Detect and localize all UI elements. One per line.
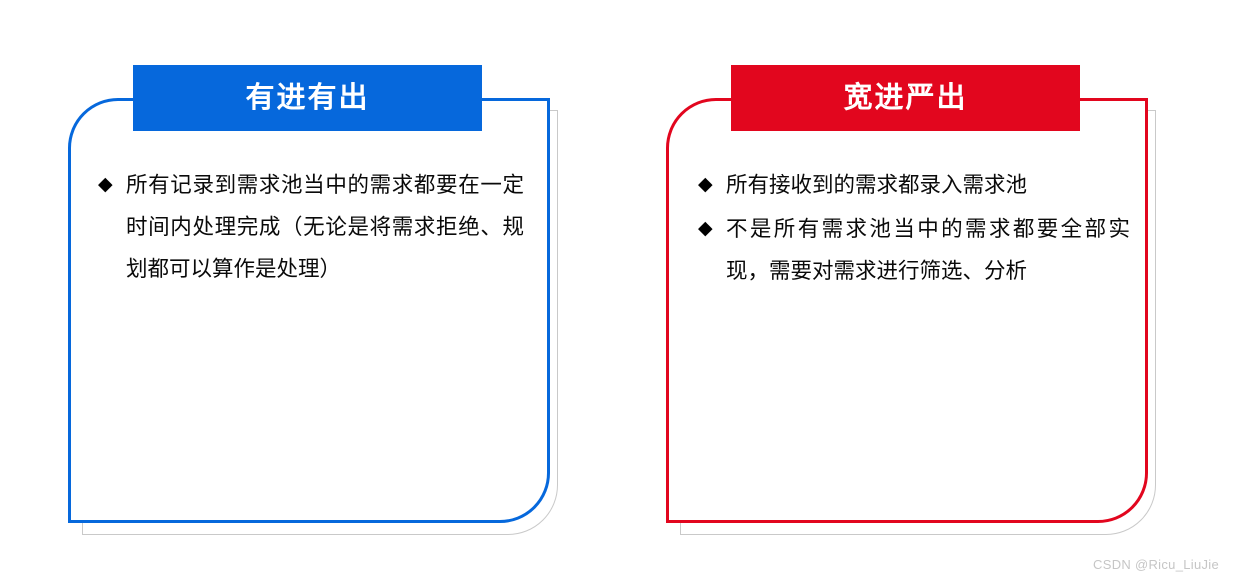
- card-header-ribbon: 有进有出: [133, 65, 482, 131]
- card-title: 宽进严出: [843, 81, 968, 114]
- card-header-ribbon: 宽进严出: [731, 65, 1080, 131]
- csdn-watermark: CSDN @Ricu_LiuJie: [1093, 557, 1219, 572]
- diamond-bullet-icon: ◆: [698, 218, 713, 239]
- diamond-bullet-icon: ◆: [698, 174, 713, 195]
- list-item-text: 不是所有需求池当中的需求都要全部实现，需要对需求进行筛选、分析: [726, 217, 1130, 283]
- list-item-text: 所有接收到的需求都录入需求池: [726, 173, 1028, 197]
- card-outline-border: [68, 98, 550, 523]
- card-kuan-jin-yan-chu: 宽进严出 ◆ 所有接收到的需求都录入需求池 ◆ 不是所有需求池当中的需求都要全部…: [658, 58, 1168, 543]
- card-title: 有进有出: [245, 81, 370, 114]
- card-you-jin-you-chu: 有进有出 ◆ 所有记录到需求池当中的需求都要在一定时间内处理完成（无论是将需求拒…: [60, 58, 570, 543]
- list-item: ◆ 不是所有需求池当中的需求都要全部实现，需要对需求进行筛选、分析: [698, 208, 1130, 292]
- card-bullet-list: ◆ 所有接收到的需求都录入需求池 ◆ 不是所有需求池当中的需求都要全部实现，需要…: [666, 98, 1148, 523]
- list-item: ◆ 所有记录到需求池当中的需求都要在一定时间内处理完成（无论是将需求拒绝、规划都…: [98, 164, 524, 290]
- list-item: ◆ 所有接收到的需求都录入需求池: [698, 164, 1130, 206]
- diamond-bullet-icon: ◆: [98, 174, 113, 195]
- list-item-text: 所有记录到需求池当中的需求都要在一定时间内处理完成（无论是将需求拒绝、规划都可以…: [126, 173, 524, 281]
- card-bullet-list: ◆ 所有记录到需求池当中的需求都要在一定时间内处理完成（无论是将需求拒绝、规划都…: [68, 98, 550, 523]
